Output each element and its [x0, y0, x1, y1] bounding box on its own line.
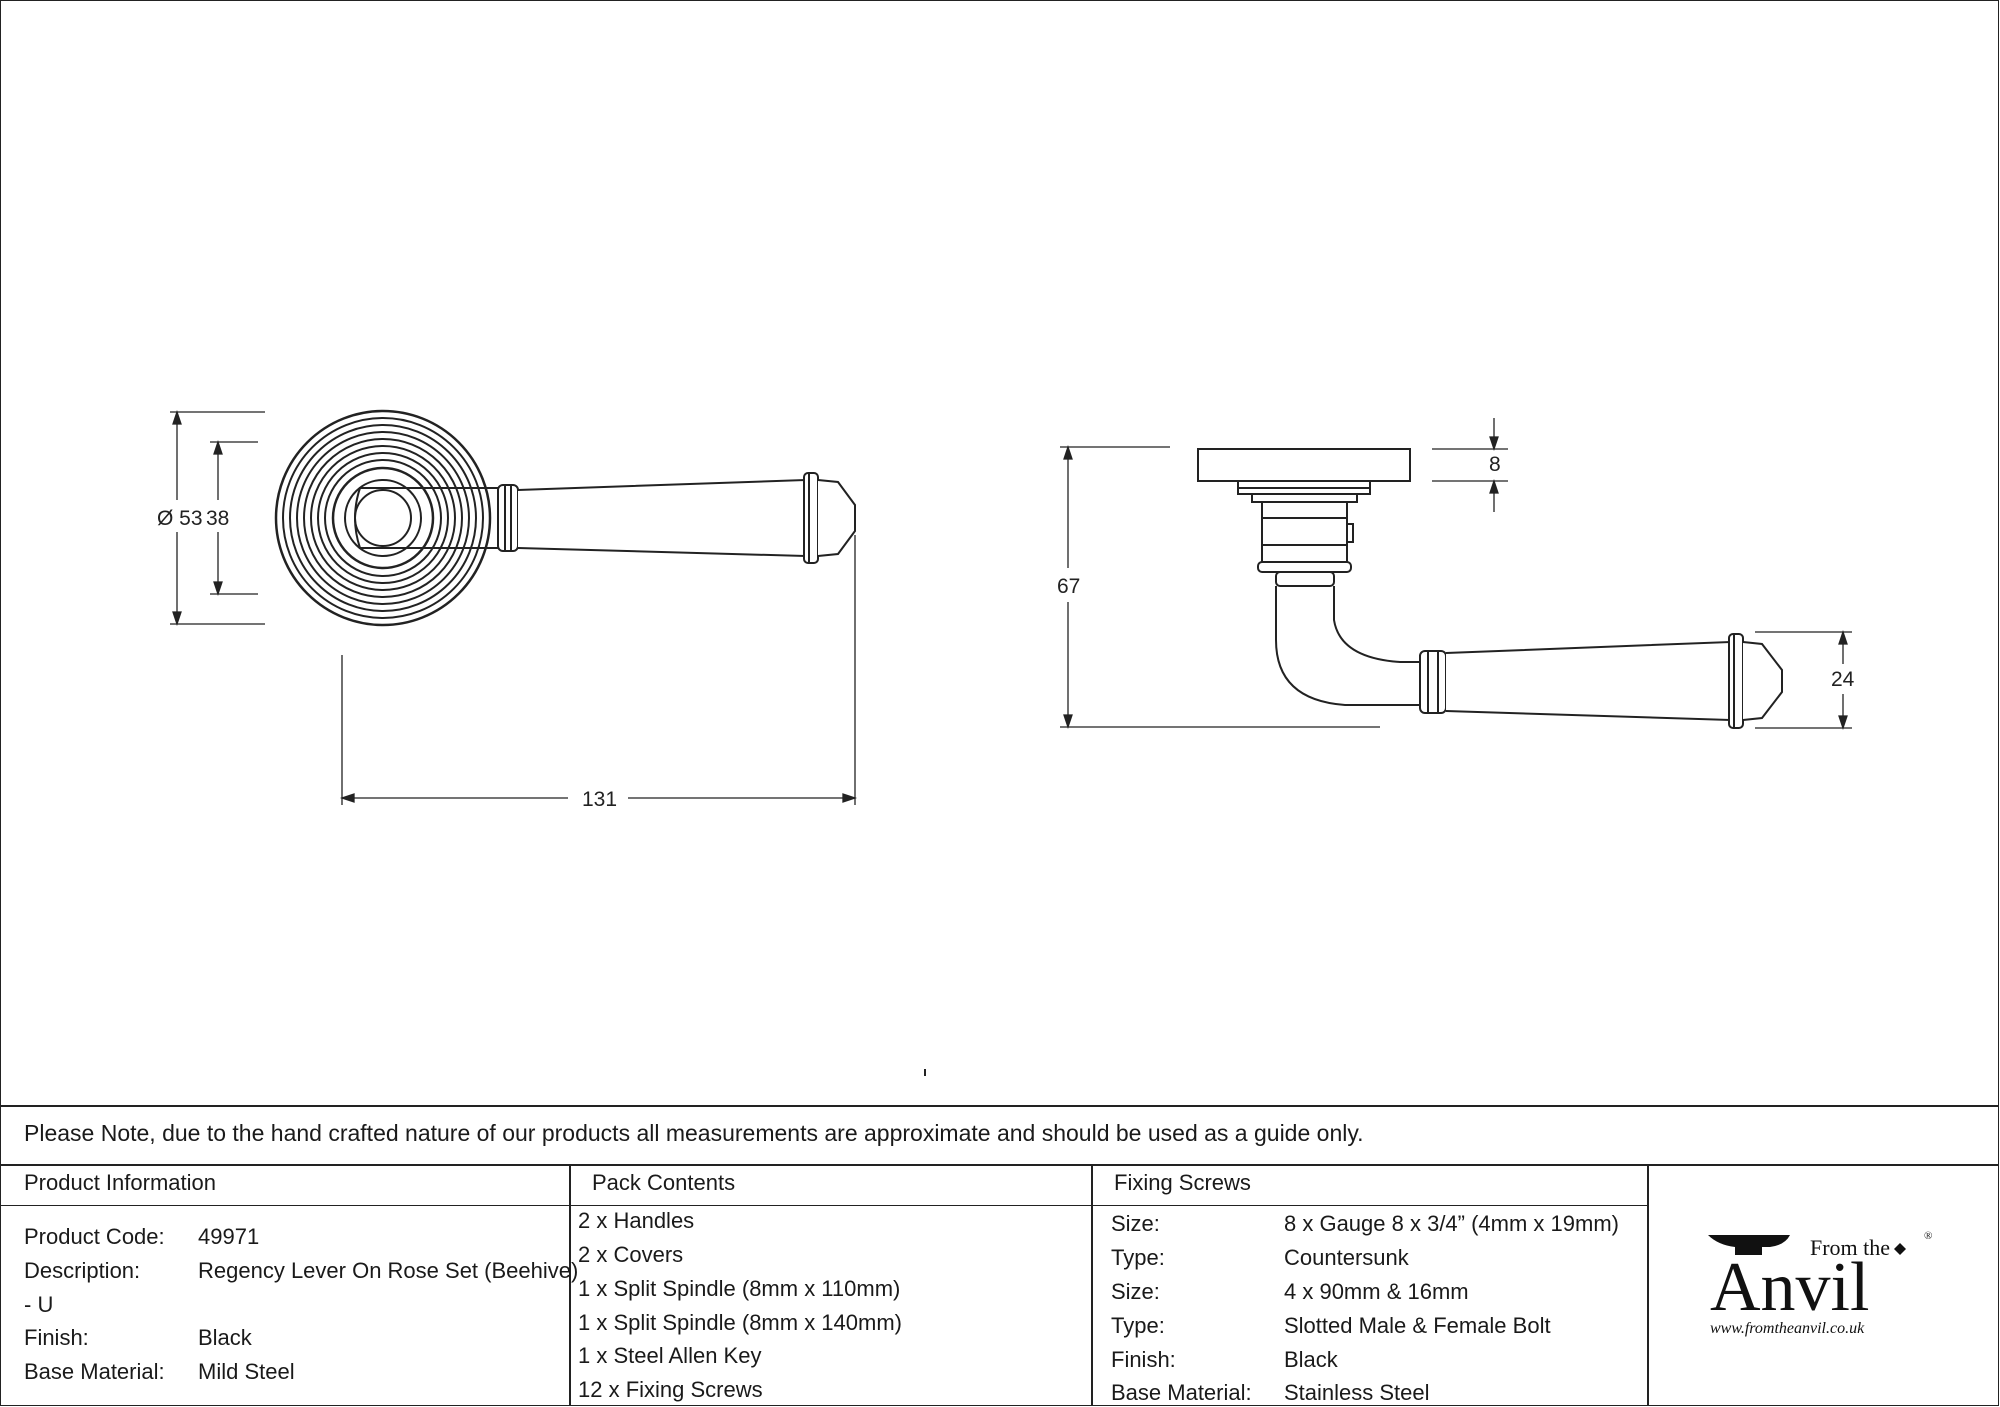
screw-size-label: Size:: [1111, 1211, 1160, 1236]
logo-tagline: From the: [1810, 1235, 1890, 1260]
screw-type-value: Countersunk: [1284, 1245, 1409, 1270]
bolt-size-label: Size:: [1111, 1279, 1160, 1304]
fixing-screws-header: Fixing Screws: [1114, 1170, 1251, 1195]
measurement-note: Please Note, due to the hand crafted nat…: [24, 1120, 1364, 1146]
dim-overall-height: 67: [1057, 575, 1080, 598]
product-code-value: 49971: [198, 1224, 260, 1249]
anvil-icon: [1708, 1235, 1790, 1255]
header-rule: [0, 1205, 1648, 1206]
description-label: Description:: [24, 1258, 141, 1283]
rose-side-view: [1197, 448, 1411, 587]
rose-front-view: [274, 409, 492, 627]
column-divider: [1091, 1164, 1093, 1406]
finish-label: Finish:: [24, 1325, 89, 1350]
bolt-size-value: 4 x 90mm & 16mm: [1284, 1279, 1469, 1304]
pack-contents-header: Pack Contents: [592, 1170, 736, 1195]
pack-item: 2 x Handles: [578, 1208, 695, 1233]
from-the-anvil-logo: From the ® Anvil www.fromtheanvil.co.uk: [1708, 1230, 1932, 1337]
diamond-icon: [1894, 1243, 1906, 1255]
logo-brand: Anvil: [1710, 1249, 1869, 1326]
dim-inner-diameter: 38: [206, 507, 229, 530]
column-divider: [569, 1164, 571, 1406]
column-divider: [1647, 1164, 1649, 1406]
product-code-label: Product Code:: [24, 1224, 165, 1249]
lever-front-view: [354, 472, 856, 564]
description-value: Regency Lever On Rose Set (Beehive): [198, 1258, 579, 1283]
table-top-rule: [0, 1105, 1999, 1107]
pack-item: 12 x Fixing Screws: [578, 1377, 763, 1402]
product-info-header: Product Information: [24, 1170, 216, 1195]
technical-drawing: Ø 53 38 131 67 8 24: [157, 409, 1855, 1076]
dimension-lines: [170, 409, 1852, 805]
screw-finish-value: Black: [1284, 1347, 1338, 1372]
note-rule: [0, 1164, 1999, 1166]
dim-rose-diameter: Ø 53: [157, 507, 203, 530]
screw-size-value: 8 x Gauge 8 x 3/4” (4mm x 19mm): [1284, 1211, 1619, 1236]
base-material-value: Mild Steel: [198, 1359, 295, 1384]
screw-type-label: Type:: [1111, 1245, 1165, 1270]
bolt-type-value: Slotted Male & Female Bolt: [1284, 1313, 1551, 1338]
screw-material-label: Base Material:: [1111, 1380, 1252, 1405]
pack-item: 1 x Steel Allen Key: [578, 1343, 762, 1368]
dim-lever-end-height: 24: [1831, 668, 1855, 691]
registered-mark: ®: [1924, 1230, 1932, 1242]
pack-item: 1 x Split Spindle (8mm x 110mm): [578, 1276, 901, 1301]
pack-item: 2 x Covers: [578, 1242, 684, 1267]
lever-side-view: [1275, 586, 1783, 729]
screw-material-value: Stainless Steel: [1284, 1380, 1430, 1405]
bolt-type-label: Type:: [1111, 1313, 1165, 1338]
description-continued: - U: [24, 1292, 54, 1317]
finish-value: Black: [198, 1325, 252, 1350]
base-material-label: Base Material:: [24, 1359, 165, 1384]
logo-url: www.fromtheanvil.co.uk: [1710, 1320, 1865, 1337]
dim-rose-thickness: 8: [1489, 453, 1501, 476]
dim-handle-length: 131: [582, 788, 617, 811]
screw-finish-label: Finish:: [1111, 1347, 1176, 1372]
pack-item: 1 x Split Spindle (8mm x 140mm): [578, 1310, 902, 1335]
